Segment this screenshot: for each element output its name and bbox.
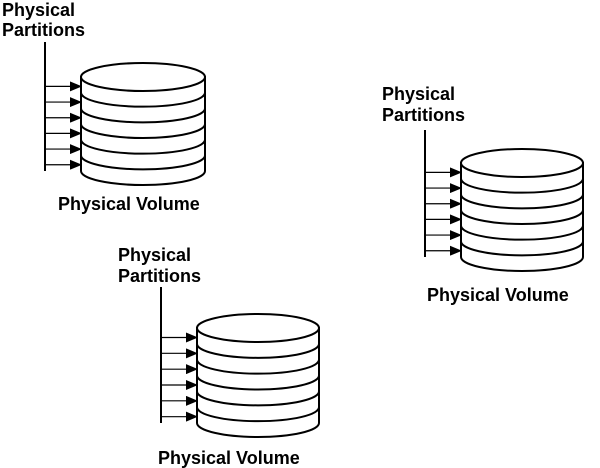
partition-separator [80,108,206,124]
partitions-label-line1: Physical [382,84,455,104]
cylinder-top [80,62,206,92]
partition-separator [460,225,584,241]
physical-volume-label: Physical Volume [158,448,300,468]
cylinder-top [196,313,320,343]
partition-separator [460,241,584,257]
volume-group-3: Physical Partitions Physical Volume [382,84,584,305]
volume-group-2: Physical Partitions Physical Volume [118,245,320,468]
physical-volume-label: Physical Volume [427,285,569,305]
cylinder-top [460,148,584,178]
partition-separator [460,209,584,225]
partition-separator [196,343,320,359]
partition-separator [196,391,320,407]
partition-separator [196,375,320,391]
partition-separator [196,359,320,375]
partition-separator [80,123,206,139]
partitions-label-line1: Physical [2,0,75,20]
physical-volume-cylinder [424,130,584,272]
partitions-label-line2: Partitions [118,266,201,286]
partition-separator [196,406,320,423]
physical-volume-cylinder [44,42,206,186]
partitions-label-line2: Partitions [382,105,465,125]
physical-volume-label: Physical Volume [58,194,200,214]
partitions-label-line2: Partitions [2,20,85,40]
partition-separator [80,155,206,171]
physical-volume-cylinder [160,287,320,438]
partition-separator [80,139,206,155]
volume-group-1: Physical Partitions Physical Volume [2,0,206,214]
partitions-label-line1: Physical [118,245,191,265]
partition-separator [80,92,206,108]
partition-separator [460,194,584,210]
partition-separator [460,178,584,194]
